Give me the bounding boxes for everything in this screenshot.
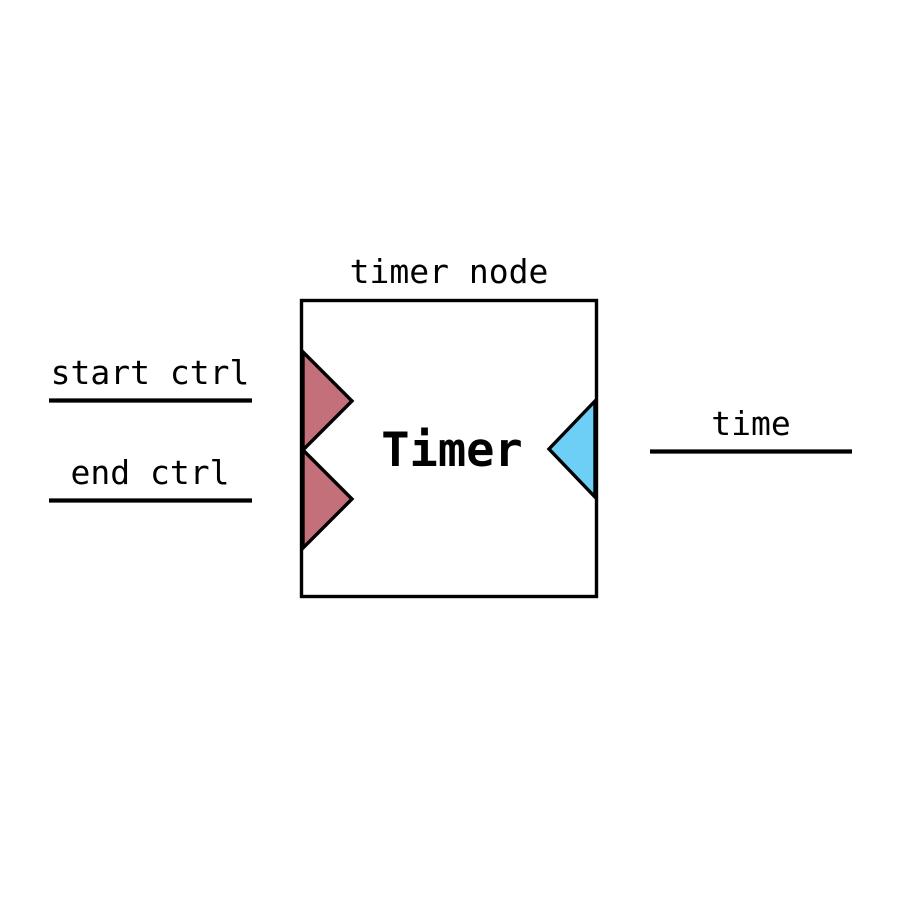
input-port-triangle-icon-end-ctrl[interactable] [301,445,355,553]
port-label-end-ctrl: end ctrl [71,453,230,492]
input-port-triangle-icon-start-ctrl[interactable] [301,347,355,455]
port-label-start-ctrl: start ctrl [51,353,250,392]
output-port-triangle-icon-time[interactable] [546,396,597,502]
port-label-time: time [711,404,790,443]
node-label: Timer [381,423,522,478]
node-title: timer node [350,252,549,291]
